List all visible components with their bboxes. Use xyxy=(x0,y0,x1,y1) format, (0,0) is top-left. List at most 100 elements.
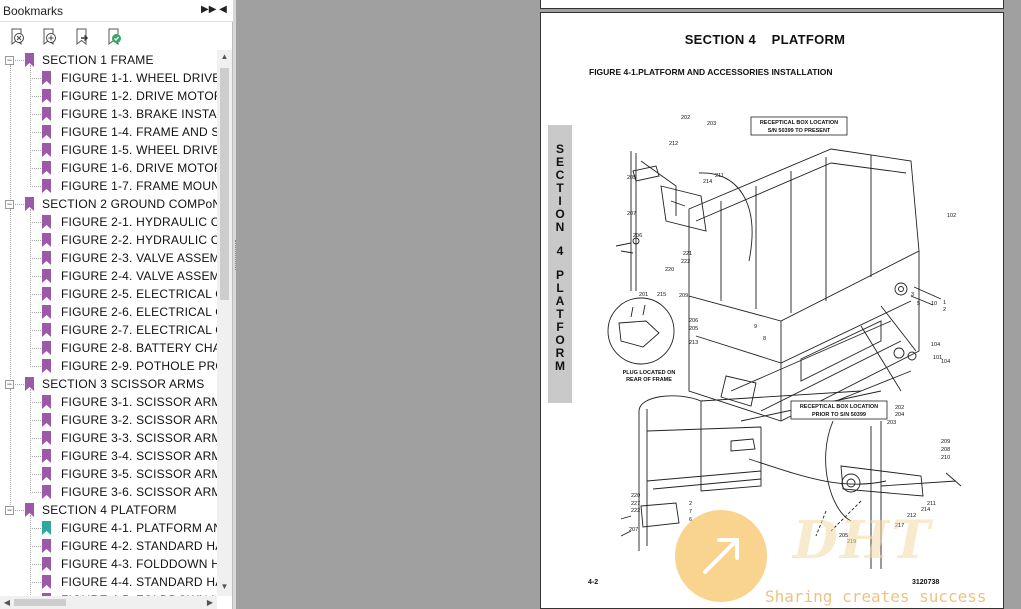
previous-page-edge xyxy=(540,0,1004,9)
part-number-label: 203 xyxy=(707,121,716,127)
bookmark-item[interactable]: FIGURE 2-2. HYDRAULIC CO xyxy=(0,231,217,249)
bookmark-item[interactable]: FIGURE 2-5. ELECTRICAL CC xyxy=(0,285,217,303)
side-tab-letter: 4 xyxy=(556,244,564,258)
scroll-right-icon[interactable]: ▶ xyxy=(206,598,214,607)
scroll-left-icon[interactable]: ◀ xyxy=(3,598,11,607)
part-number-label: 2 xyxy=(943,307,946,313)
expand-panel-button[interactable]: ▶▶ xyxy=(201,4,217,15)
part-number-label: 204 xyxy=(895,412,904,418)
bookmark-icon xyxy=(25,503,34,517)
callout-plug-line1: PLUG LOCATED ON xyxy=(623,370,676,376)
bookmark-item[interactable]: FIGURE 4-2. STANDARD HAI xyxy=(0,537,217,555)
side-tab-letter: C xyxy=(555,168,565,182)
horizontal-scrollbar[interactable]: ◀ ▶ xyxy=(0,596,217,609)
bookmark-item[interactable]: FIGURE 1-2. DRIVE MOTOR xyxy=(0,87,217,105)
part-number-label: 206 xyxy=(689,318,698,324)
bookmark-item[interactable]: FIGURE 1-4. FRAME AND ST xyxy=(0,123,217,141)
part-number-label: 7 xyxy=(689,509,692,515)
bookmark-item[interactable]: FIGURE 1-5. WHEEL DRIVE A xyxy=(0,141,217,159)
horizontal-scroll-thumb[interactable] xyxy=(14,599,66,606)
bookmark-item[interactable]: FIGURE 2-4. VALVE ASSEME xyxy=(0,267,217,285)
bookmark-item[interactable]: FIGURE 4-4. STANDARD HAI xyxy=(0,573,217,591)
bookmark-item[interactable]: FIGURE 2-7. ELECTRICAL CC xyxy=(0,321,217,339)
bookmark-icon xyxy=(42,251,51,265)
bookmark-label: SECTION 2 GROUND COMPoNE xyxy=(42,197,217,211)
bookmark-icon xyxy=(42,287,51,301)
collapse-toggle-icon[interactable]: − xyxy=(5,199,14,209)
bookmark-item[interactable]: FIGURE 1-6. DRIVE MOTOR xyxy=(0,159,217,177)
part-number-label: 210 xyxy=(941,455,950,461)
watermark-logo-text: DHT xyxy=(793,510,932,571)
vertical-scrollbar[interactable]: ▲ ▼ xyxy=(217,50,232,596)
bookmark-label: FIGURE 1-6. DRIVE MOTOR xyxy=(61,161,217,175)
bookmark-item[interactable]: FIGURE 3-2. SCISSOR ARMS xyxy=(0,411,217,429)
bookmark-item[interactable]: FIGURE 3-1. SCISSOR ARMS xyxy=(0,393,217,411)
bookmark-item[interactable]: FIGURE 2-9. POTHOLE PROT xyxy=(0,357,217,375)
collapse-panel-button[interactable]: ◀ xyxy=(219,4,227,15)
vertical-scroll-thumb[interactable] xyxy=(220,68,229,300)
bookmark-item[interactable]: FIGURE 1-3. BRAKE INSTALL xyxy=(0,105,217,123)
collapse-toggle-icon[interactable]: − xyxy=(5,505,14,515)
bookmark-section[interactable]: − SECTION 2 GROUND COMPoNE xyxy=(0,195,217,213)
bookmark-item[interactable]: FIGURE 3-5. SCISSOR ARMS xyxy=(0,465,217,483)
part-number-label: 212 xyxy=(669,141,678,147)
bookmark-properties-icon[interactable] xyxy=(104,27,124,47)
delete-bookmark-icon[interactable] xyxy=(7,27,27,47)
side-tab-letter: N xyxy=(555,220,565,234)
bookmark-item[interactable]: FIGURE 3-6. SCISSOR ARMS xyxy=(0,483,217,501)
bookmark-label: FIGURE 4-5. FOLDDOWN HA xyxy=(61,593,217,596)
part-number-label: 214 xyxy=(703,179,712,185)
bookmark-item[interactable]: FIGURE 2-8. BATTERY CHAR xyxy=(0,339,217,357)
bookmark-section[interactable]: −SECTION 3 SCISSOR ARMS xyxy=(0,375,217,393)
bookmark-item[interactable]: FIGURE 3-3. SCISSOR ARMS xyxy=(0,429,217,447)
side-tab-letter: O xyxy=(555,333,565,347)
go-to-bookmark-icon[interactable] xyxy=(72,27,92,47)
bookmark-item[interactable]: FIGURE 1-1. WHEEL DRIVE A xyxy=(0,69,217,87)
part-number-label: 211 xyxy=(715,173,724,179)
part-number-label: 2 xyxy=(689,501,692,507)
part-number-label: 220 xyxy=(665,267,674,273)
bookmark-icon xyxy=(42,449,51,463)
part-number-label: 203 xyxy=(887,420,896,426)
scroll-down-icon[interactable]: ▼ xyxy=(220,582,229,591)
scroll-up-icon[interactable]: ▲ xyxy=(220,52,229,61)
part-number-label: 201 xyxy=(639,292,648,298)
bookmark-section[interactable]: −SECTION 4 PLATFORM xyxy=(0,501,217,519)
bookmark-icon xyxy=(42,485,51,499)
page-number: 4-2 xyxy=(588,579,599,586)
figure-title: FIGURE 4-1.PLATFORM AND ACCESSORIES INST… xyxy=(589,67,833,77)
part-number-label: 207 xyxy=(629,527,638,533)
part-number-label: 102 xyxy=(947,213,956,219)
splitter-grip[interactable] xyxy=(235,240,237,270)
bookmark-icon xyxy=(42,431,51,445)
side-tab-letter: M xyxy=(555,359,565,373)
bookmark-item[interactable]: FIGURE 2-1. HYDRAULIC CO xyxy=(0,213,217,231)
bookmark-item[interactable]: FIGURE 3-4. SCISSOR ARMS xyxy=(0,447,217,465)
bookmark-section[interactable]: −SECTION 1 FRAME xyxy=(0,51,217,69)
part-number-label: 209 xyxy=(679,293,688,299)
bookmark-label: FIGURE 2-3. VALVE ASSEME xyxy=(61,251,217,265)
bookmark-label: FIGURE 1-5. WHEEL DRIVE A xyxy=(61,143,217,157)
collapse-toggle-icon[interactable]: − xyxy=(5,55,14,65)
new-bookmark-icon[interactable] xyxy=(39,27,59,47)
bookmark-item[interactable]: FIGURE 2-3. VALVE ASSEME xyxy=(0,249,217,267)
bookmark-icon xyxy=(42,395,51,409)
collapse-toggle-icon[interactable]: − xyxy=(5,379,14,389)
bookmark-label: FIGURE 1-3. BRAKE INSTALL xyxy=(61,107,217,121)
bookmark-item[interactable]: FIGURE 4-3. FOLDDOWN HA xyxy=(0,555,217,573)
bookmark-item[interactable]: FIGURE 4-5. FOLDDOWN HA xyxy=(0,591,217,596)
bookmark-label: FIGURE 2-7. ELECTRICAL CC xyxy=(61,323,217,337)
part-number-label: 202 xyxy=(895,405,904,411)
callout-receptacle-old-line1: RECEPTICAL BOX LOCATION xyxy=(800,404,878,410)
part-number-label: 3 xyxy=(911,292,914,298)
bookmark-item[interactable]: FIGURE 4-1. PLATFORM AND xyxy=(0,519,217,537)
part-number-label: 215 xyxy=(657,292,666,298)
bookmark-item[interactable]: FIGURE 1-7. FRAME MOUNT xyxy=(0,177,217,195)
bookmark-label: FIGURE 2-1. HYDRAULIC CO xyxy=(61,215,217,229)
bookmark-item[interactable]: FIGURE 2-6. ELECTRICAL CC xyxy=(0,303,217,321)
side-tab-letter: O xyxy=(555,207,565,221)
panel-splitter[interactable] xyxy=(233,0,236,609)
